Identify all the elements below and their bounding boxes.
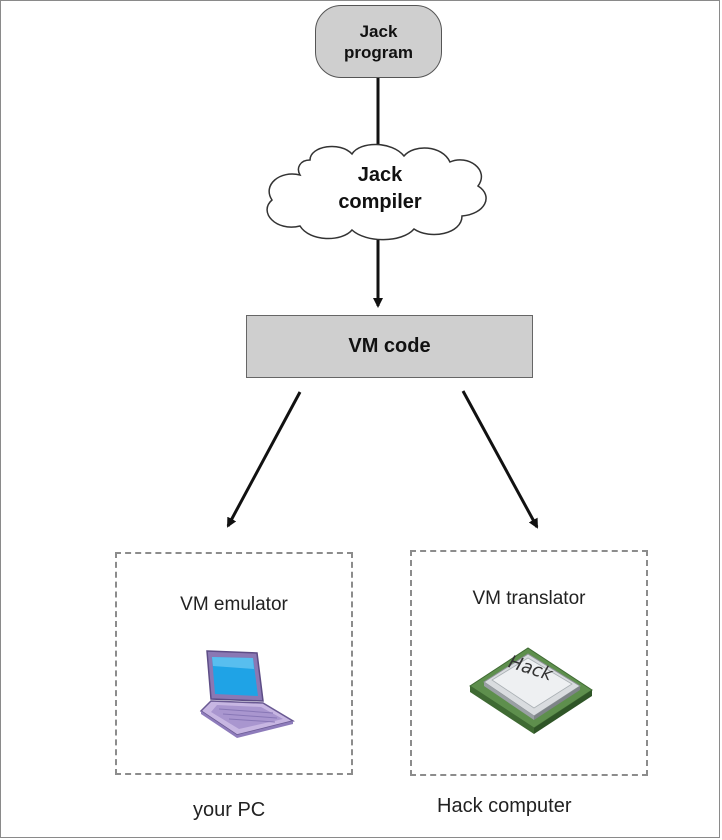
jack-program-line1: Jack [359, 21, 398, 41]
your-pc-caption: your PC [193, 799, 266, 821]
compiler-cloud [266, 143, 487, 241]
vm-code-label: VM code [348, 335, 431, 357]
laptop-icon [199, 650, 295, 738]
jack-program-line2: program [344, 42, 413, 62]
vmcode-to-translator-arrow [461, 390, 539, 529]
vm-emulator-title: VM emulator [180, 594, 288, 615]
jack-compiler-line2: compiler [338, 191, 422, 213]
hack-computer-caption: Hack computer [437, 795, 572, 817]
jack-program-node: Jack program [315, 5, 442, 78]
cpu-chip-icon [469, 647, 593, 734]
vmcode-to-emulator-arrow [226, 391, 302, 528]
jack-compiler-line1: Jack [357, 164, 403, 186]
vm-emulator-box: VM emulator [115, 552, 353, 775]
vm-translator-title: VM translator [472, 588, 586, 609]
vm-code-node: VM code [246, 315, 533, 378]
jack-compiler-node: Jack compiler [300, 162, 460, 216]
vm-translator-box: VM translator Hack [410, 550, 648, 776]
